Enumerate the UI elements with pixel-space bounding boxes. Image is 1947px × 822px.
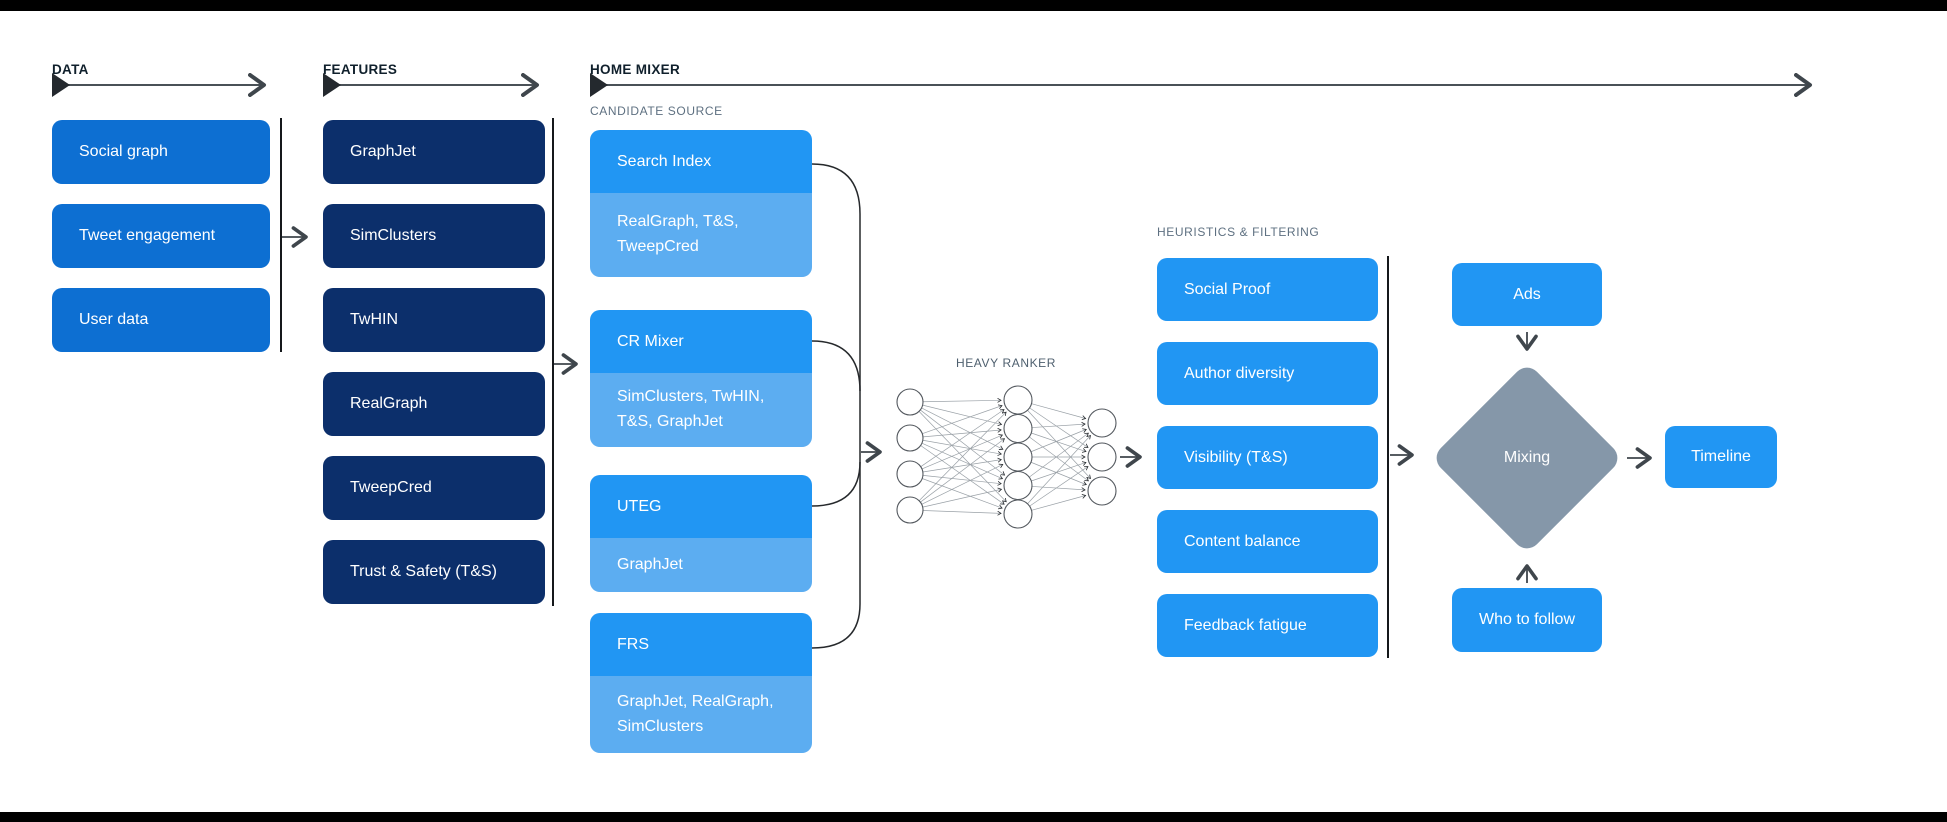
feature-box-graphjet: GraphJet [323, 120, 545, 184]
section-header-home-mixer: HOME MIXER [590, 62, 681, 77]
heavy-ranker-label: HEAVY RANKER [955, 356, 1057, 370]
heuristic-box-content-balance: Content balance [1157, 510, 1378, 573]
frs-connector [811, 603, 861, 649]
bottom-black-bar [0, 812, 1947, 822]
heuristic-box-author-diversity: Author diversity [1157, 342, 1378, 405]
section-header-features: FEATURES [323, 62, 398, 77]
who-to-follow-box: Who to follow [1452, 588, 1602, 652]
section-header-data: DATA [52, 62, 89, 77]
candidate-name: FRS [590, 613, 812, 676]
candidate-source-label: CANDIDATE SOURCE [590, 104, 723, 118]
feature-box-simclusters: SimClusters [323, 204, 545, 268]
candidate-sources: GraphJet [590, 538, 812, 592]
heuristics-label: HEURISTICS & FILTERING [1157, 225, 1320, 239]
heavy-ranker-network-icon [896, 385, 1117, 529]
ads-box: Ads [1452, 263, 1602, 326]
uteg-connector [811, 461, 861, 507]
search-index-connector [811, 163, 861, 215]
top-black-bar [0, 0, 1947, 11]
candidate-sources: SimClusters, TwHIN, T&S, GraphJet [590, 373, 812, 447]
data-box-tweet-engagement: Tweet engagement [52, 204, 270, 268]
candidate-card-uteg: UTEG GraphJet [590, 475, 812, 592]
cr-mixer-connector [811, 340, 861, 392]
feature-box-trust-safety: Trust & Safety (T&S) [323, 540, 545, 604]
feature-box-tweepcred: TweepCred [323, 456, 545, 520]
candidate-name: Search Index [590, 130, 812, 193]
feature-box-twhin: TwHIN [323, 288, 545, 352]
feature-box-realgraph: RealGraph [323, 372, 545, 436]
mixing-diamond-label: Mixing [1503, 449, 1551, 466]
candidate-card-cr-mixer: CR Mixer SimClusters, TwHIN, T&S, GraphJ… [590, 310, 812, 447]
candidate-card-search-index: Search Index RealGraph, T&S, TweepCred [590, 130, 812, 277]
candidate-name: UTEG [590, 475, 812, 538]
candidate-sources: RealGraph, T&S, TweepCred [590, 193, 812, 277]
candidate-card-frs: FRS GraphJet, RealGraph, SimClusters [590, 613, 812, 753]
data-box-user-data: User data [52, 288, 270, 352]
candidate-name: CR Mixer [590, 310, 812, 373]
candidate-sources: GraphJet, RealGraph, SimClusters [590, 676, 812, 753]
heuristic-box-feedback-fatigue: Feedback fatigue [1157, 594, 1378, 657]
timeline-box: Timeline [1665, 426, 1777, 488]
heuristic-box-social-proof: Social Proof [1157, 258, 1378, 321]
heuristic-box-visibility: Visibility (T&S) [1157, 426, 1378, 489]
data-box-social-graph: Social graph [52, 120, 270, 184]
